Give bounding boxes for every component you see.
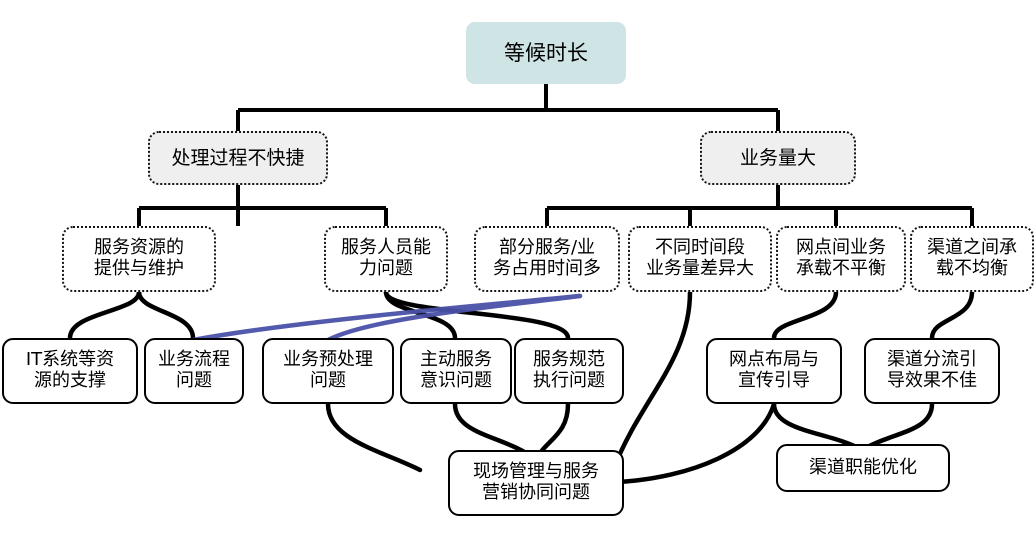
node-label: 网点布局与 宣传引导 — [729, 349, 819, 391]
node-label: 不同时间段 业务量差异大 — [646, 237, 754, 279]
node-label: 渠道分流引 导效果不佳 — [887, 349, 977, 391]
node-label: 业务流程 问题 — [158, 349, 230, 391]
node-it-system-support[interactable]: IT系统等资 源的支撑 — [2, 338, 138, 404]
node-service-standard-execution[interactable]: 服务规范 执行问题 — [514, 338, 624, 404]
node-label: 服务人员能 力问题 — [341, 237, 431, 279]
edge-l4c-l5a — [325, 401, 423, 473]
node-processing-not-fast[interactable]: 处理过程不快捷 — [148, 131, 328, 185]
node-high-business-volume[interactable]: 业务量大 — [700, 131, 856, 185]
edge-l3e-l4f — [771, 289, 839, 341]
edge-l3a-l4a — [67, 289, 142, 341]
node-label: 部分服务/业 务占用时间多 — [493, 237, 601, 279]
node-label: 主动服务 意识问题 — [420, 349, 492, 391]
node-label: 渠道职能优化 — [809, 456, 917, 478]
node-label: 服务规范 执行问题 — [533, 349, 605, 391]
node-label: 网点间业务 承载不平衡 — [796, 237, 886, 279]
node-label: 现场管理与服务 营销协同问题 — [473, 461, 599, 503]
node-label: 业务量大 — [739, 146, 816, 169]
node-site-management-coordination[interactable]: 现场管理与服务 营销协同问题 — [448, 450, 624, 516]
node-root[interactable]: 等候时长 — [466, 22, 626, 84]
node-channel-function-optimization[interactable]: 渠道职能优化 — [776, 444, 950, 492]
node-root-label: 等候时长 — [504, 40, 588, 65]
node-staff-capability[interactable]: 服务人员能 力问题 — [324, 226, 448, 292]
node-branch-load-imbalance[interactable]: 网点间业务 承载不平衡 — [776, 226, 906, 292]
edge-l3b-l4e — [383, 289, 571, 341]
node-label: IT系统等资 源的支撑 — [25, 349, 115, 391]
node-pre-processing-issue[interactable]: 业务预处理 问题 — [262, 338, 394, 404]
edge-l3a-l4b — [136, 289, 196, 341]
edge-l3b-l4d — [383, 289, 458, 341]
node-time-period-variance[interactable]: 不同时间段 业务量差异大 — [628, 226, 772, 292]
node-service-time-consuming[interactable]: 部分服务/业 务占用时间多 — [474, 226, 620, 292]
node-label: 服务资源的 提供与维护 — [94, 237, 184, 279]
node-proactive-service-awareness[interactable]: 主动服务 意识问题 — [400, 338, 512, 404]
node-channel-diversion-effect[interactable]: 渠道分流引 导效果不佳 — [864, 338, 1000, 404]
node-branch-layout-promotion[interactable]: 网点布局与 宣传引导 — [706, 338, 842, 404]
edge-l4f-l5a — [615, 401, 777, 485]
node-label: 业务预处理 问题 — [283, 349, 373, 391]
edge-l3f-l4g — [929, 289, 975, 341]
edge-cross-l3c-l4b — [190, 293, 583, 343]
node-label: 处理过程不快捷 — [171, 146, 305, 169]
node-service-resource-supply[interactable]: 服务资源的 提供与维护 — [62, 226, 216, 292]
node-business-process-issue[interactable]: 业务流程 问题 — [144, 338, 244, 404]
node-label: 渠道之间承 载不均衡 — [927, 237, 1017, 279]
edge-l3d-l5a — [611, 289, 693, 471]
node-channel-load-imbalance[interactable]: 渠道之间承 载不均衡 — [910, 226, 1034, 292]
edge-cross-l3c-l4c — [325, 293, 583, 343]
